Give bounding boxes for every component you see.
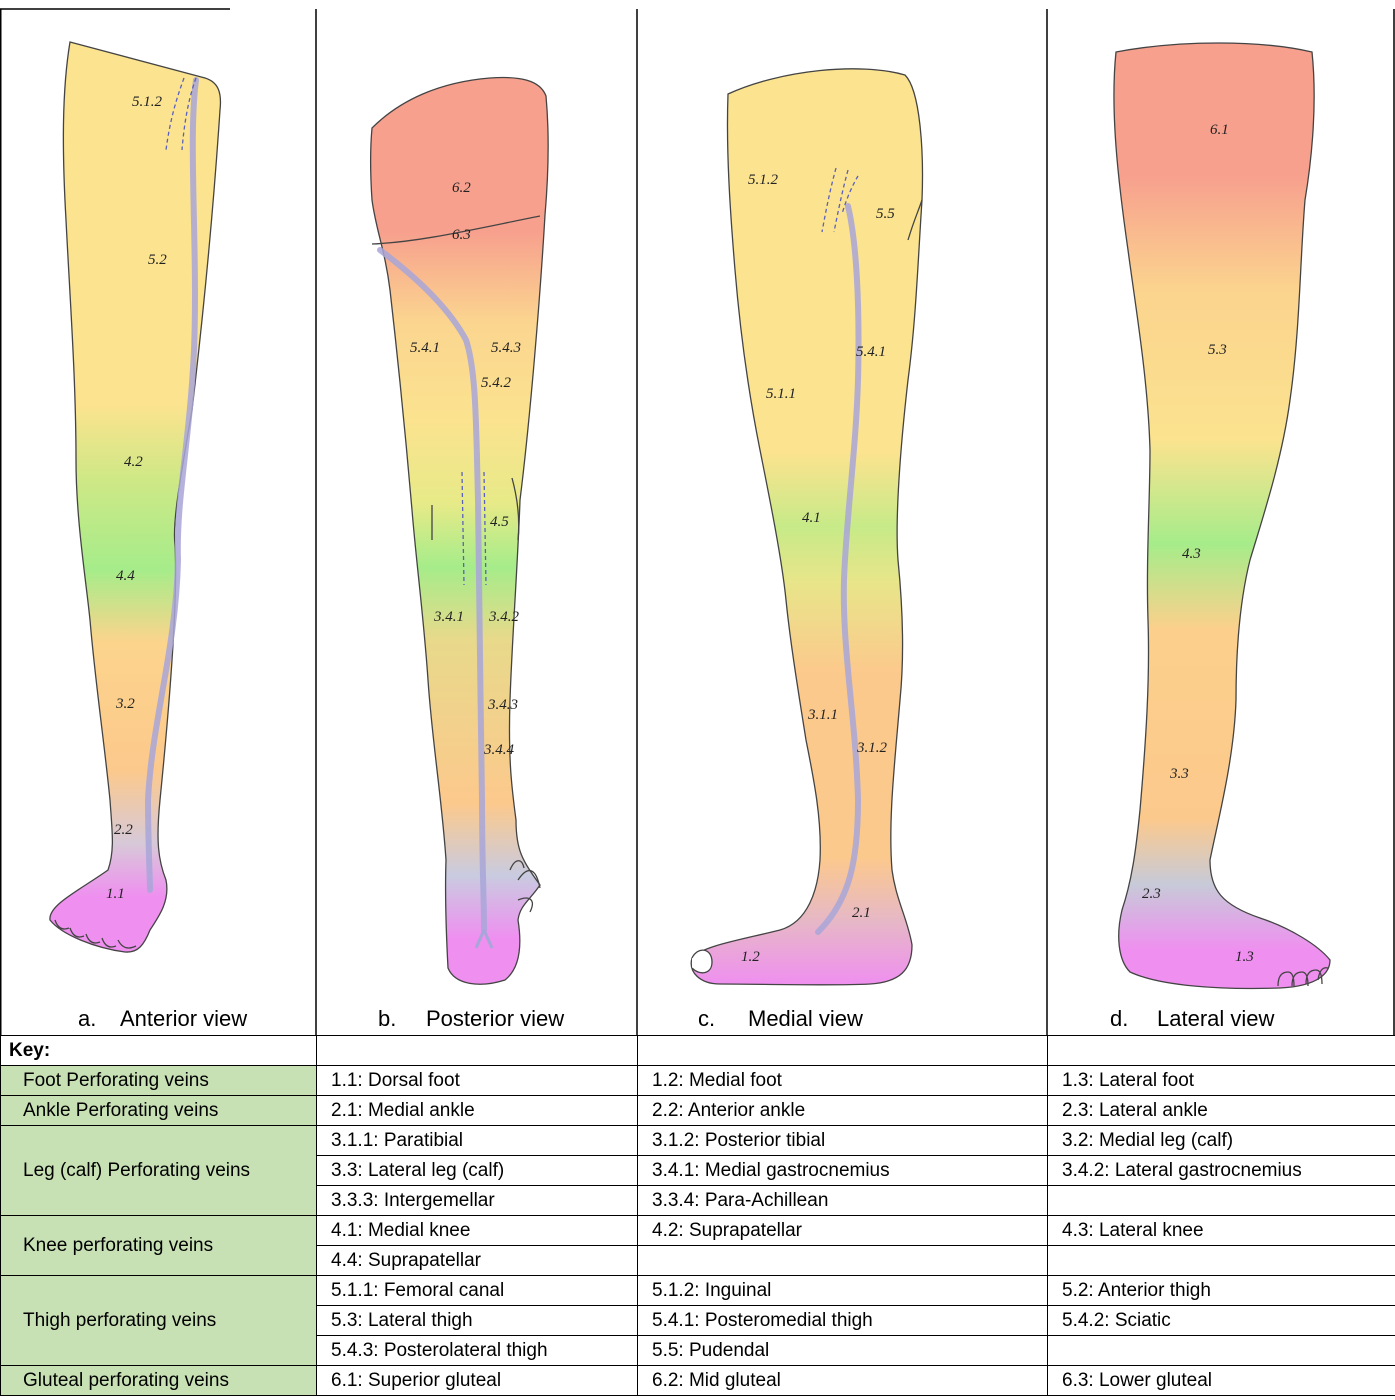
vein-label: 5.1.1 [766,386,796,402]
vein-label: 5.2 [148,252,167,268]
key-cell: 3.4.2: Lateral gastrocnemius [1048,1156,1395,1186]
key-cell: 1.2: Medial foot [638,1066,1048,1096]
anterior-caption: a. Anterior view [78,1006,247,1031]
key-cell [638,1246,1048,1276]
leg-views-panel: 5.1.2 5.2 4.2 4.4 3.2 2.2 1.1 a. Anterio… [0,0,1395,1035]
vein-label: 2.1 [852,905,871,921]
vein-label: 3.1.1 [807,707,838,723]
key-cell: 4.2: Suprapatellar [638,1216,1048,1246]
key-cell: 5.5: Pudendal [638,1336,1048,1366]
vein-label: 6.2 [452,180,471,196]
key-cell: 6.2: Mid gluteal [638,1366,1048,1396]
vein-label: 5.4.1 [410,340,440,356]
key-cell: 5.4.2: Sciatic [1048,1306,1395,1336]
vein-label: 4.4 [116,568,135,584]
vein-label: 3.1.2 [856,740,888,756]
vein-label: 4.5 [490,514,509,530]
vein-label: 5.3 [1208,342,1227,358]
vein-label: 1.3 [1235,949,1254,965]
vein-label: 3.4.1 [433,609,464,625]
posterior-leg [371,78,549,985]
vein-label: 3.4.3 [487,697,518,713]
key-heading: Key: [1,1036,317,1066]
svg-text:d.: d. [1110,1006,1128,1031]
key-cell: 5.3: Lateral thigh [317,1306,638,1336]
key-cell: 4.4: Suprapatellar [317,1246,638,1276]
key-category: Foot Perforating veins [1,1066,317,1096]
key-cell: 3.2: Medial leg (calf) [1048,1126,1395,1156]
vein-label: 5.4.2 [481,375,512,391]
key-cell: 3.4.1: Medial gastrocnemius [638,1156,1048,1186]
svg-text:Posterior view: Posterior view [426,1006,564,1031]
key-cell [1048,1186,1395,1216]
lateral-leg [1114,43,1330,988]
key-cell: 2.2: Anterior ankle [638,1096,1048,1126]
vein-label: 6.1 [1210,122,1229,138]
key-cell: 5.1.2: Inguinal [638,1276,1048,1306]
svg-text:b.: b. [378,1006,396,1031]
vein-label: 4.1 [802,510,821,526]
key-category: Gluteal perforating veins [1,1366,317,1396]
vein-label: 5.1.2 [748,172,779,188]
svg-text:Lateral view: Lateral view [1157,1006,1275,1031]
vein-label: 5.5 [876,206,895,222]
vein-label: 5.4.3 [491,340,521,356]
key-category: Ankle Perforating veins [1,1096,317,1126]
key-cell: 5.2: Anterior thigh [1048,1276,1395,1306]
svg-text:Anterior view: Anterior view [120,1006,247,1031]
vein-label: 3.2 [115,696,135,712]
key-cell: 5.4.3: Posterolateral thigh [317,1336,638,1366]
key-cell: 3.1.1: Paratibial [317,1126,638,1156]
key-cell: 2.3: Lateral ankle [1048,1096,1395,1126]
key-cell: 5.1.1: Femoral canal [317,1276,638,1306]
key-cell: 6.3: Lower gluteal [1048,1366,1395,1396]
vein-label: 3.3 [1169,766,1189,782]
vein-label: 3.4.4 [483,742,515,758]
vein-label: 6.3 [452,227,471,243]
vein-label: 4.2 [124,454,143,470]
medial-caption: c. Medial view [698,1006,863,1031]
key-heading-row: Key: [1,1036,1395,1066]
vein-label: 5.1.2 [132,94,163,110]
key-cell: 1.1: Dorsal foot [317,1066,638,1096]
key-cell [1048,1246,1395,1276]
vein-label: 5.4.1 [856,344,886,360]
svg-text:a.: a. [78,1006,96,1031]
key-cell: 6.1: Superior gluteal [317,1366,638,1396]
key-cell: 3.3.4: Para-Achillean [638,1186,1048,1216]
vein-label: 2.2 [114,822,133,838]
svg-text:Medial view: Medial view [748,1006,863,1031]
posterior-caption: b. Posterior view [378,1006,564,1031]
key-cell: 4.3: Lateral knee [1048,1216,1395,1246]
key-cell: 4.1: Medial knee [317,1216,638,1246]
lateral-caption: d. Lateral view [1110,1006,1275,1031]
key-category: Thigh perforating veins [1,1276,317,1366]
key-category: Knee perforating veins [1,1216,317,1276]
vein-label: 3.4.2 [488,609,520,625]
vein-label: 1.1 [106,886,125,902]
key-category: Leg (calf) Perforating veins [1,1126,317,1216]
vein-label: 4.3 [1182,546,1201,562]
key-cell: 2.1: Medial ankle [317,1096,638,1126]
svg-text:c.: c. [698,1006,715,1031]
vein-label: 1.2 [741,949,760,965]
key-cell: 3.3.3: Intergemellar [317,1186,638,1216]
anterior-leg [50,42,221,952]
vein-label: 2.3 [1142,886,1161,902]
key-cell: 1.3: Lateral foot [1048,1066,1395,1096]
key-cell: 5.4.1: Posteromedial thigh [638,1306,1048,1336]
key-cell [1048,1336,1395,1366]
key-cell: 3.3: Lateral leg (calf) [317,1156,638,1186]
key-cell: 3.1.2: Posterior tibial [638,1126,1048,1156]
